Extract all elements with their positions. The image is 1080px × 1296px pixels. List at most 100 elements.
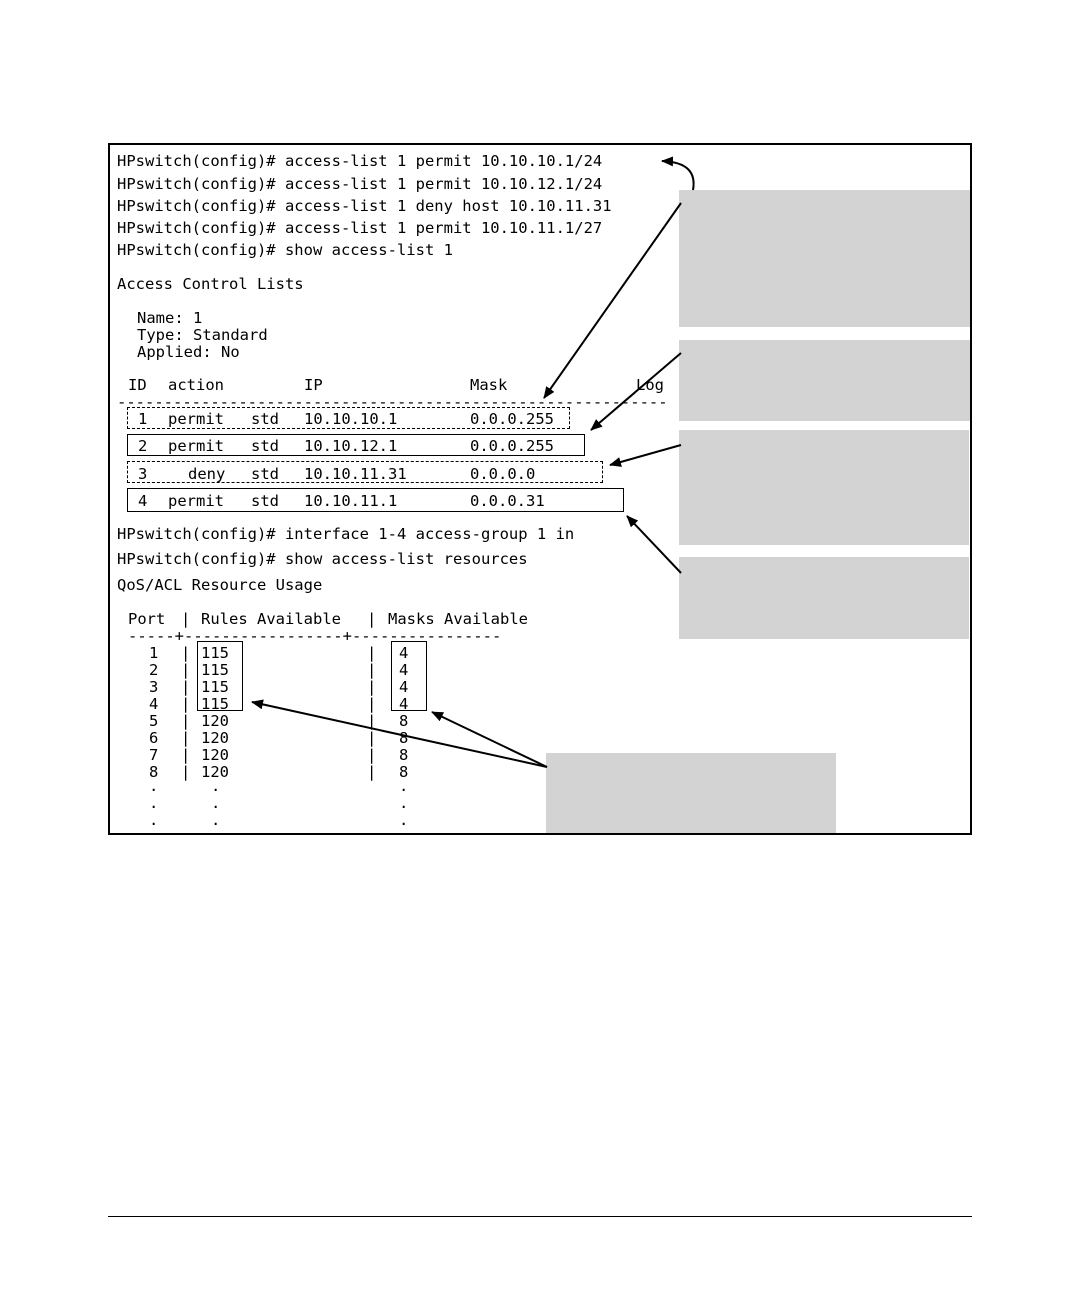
acl-table-header: ID action IP Mask Log	[110, 376, 970, 394]
command-line: HPswitch(config)# show access-list 1	[117, 241, 453, 259]
callout-box	[679, 340, 970, 421]
table-row: 5 | 120 | 8	[110, 712, 970, 730]
acl-id: 4	[138, 492, 148, 510]
ellipsis-dot: .	[211, 777, 221, 795]
command-line: HPswitch(config)# access-list 1 permit 1…	[117, 175, 603, 193]
col-header-mask: Mask	[470, 376, 508, 394]
row-highlight-solid	[127, 488, 624, 512]
arrow	[251, 699, 548, 768]
callout-box	[546, 753, 836, 833]
table-row: 3 | 115 | 4	[110, 678, 970, 696]
ellipsis-dot: .	[211, 794, 221, 812]
port-number: 5	[149, 712, 159, 730]
col-header-masks: Masks Available	[388, 610, 528, 628]
rules-available: 120	[201, 746, 229, 764]
arrow	[626, 515, 682, 574]
masks-available: 4	[399, 678, 409, 696]
command-line: HPswitch(config)# show access-list resou…	[117, 550, 528, 568]
acl-applied: Applied: No	[137, 343, 240, 361]
arrow	[543, 202, 682, 399]
rules-available: 120	[201, 729, 229, 747]
col-divider: |	[367, 695, 377, 713]
resources-heading: QoS/ACL Resource Usage	[117, 576, 323, 594]
table-row: 3 deny std 10.10.11.31 0.0.0.0	[110, 465, 970, 483]
acl-mask: 0.0.0.255	[470, 437, 554, 455]
port-number: 2	[149, 661, 159, 679]
table-row: 6 | 120 | 8	[110, 729, 970, 747]
callout-arrows	[251, 156, 695, 768]
rules-available: 115	[201, 695, 229, 713]
cli-example-figure: HPswitch(config)# access-list 1 permit 1…	[108, 143, 972, 835]
ellipsis-dot: .	[399, 811, 409, 829]
col-divider: |	[181, 610, 191, 628]
rules-available: 120	[201, 763, 229, 781]
rules-highlight-box	[197, 641, 243, 711]
masks-available: 4	[399, 661, 409, 679]
acl-std: std	[251, 492, 279, 510]
port-number: 4	[149, 695, 159, 713]
row-highlight-dashed	[127, 461, 603, 483]
acl-mask: 0.0.0.31	[470, 492, 545, 510]
acl-action: deny	[188, 465, 226, 483]
table-row: 2 permit std 10.10.12.1 0.0.0.255	[110, 437, 970, 455]
ellipsis-dot: .	[399, 777, 409, 795]
acl-name: Name: 1	[137, 309, 203, 327]
port-number: 7	[149, 746, 159, 764]
masks-available: 8	[399, 712, 409, 730]
acl-table-separator: ----------------------------------------…	[117, 393, 667, 411]
row-highlight-dashed	[127, 407, 570, 429]
col-header-ip: IP	[304, 376, 323, 394]
acl-ip: 10.10.11.1	[304, 492, 398, 510]
col-header-port: Port	[128, 610, 166, 628]
col-divider: |	[367, 661, 377, 679]
ellipsis-dot: .	[149, 777, 159, 795]
col-divider: |	[367, 746, 377, 764]
table-row: 2 | 115 | 4	[110, 661, 970, 679]
acl-id: 3	[138, 465, 148, 483]
masks-available: 4	[399, 695, 409, 713]
table-row: 7 | 120 | 8	[110, 746, 970, 764]
ellipsis-dot: .	[149, 811, 159, 829]
table-row: 1 permit std 10.10.10.1 0.0.0.255	[110, 410, 970, 428]
rules-available: 115	[201, 678, 229, 696]
arrow	[609, 444, 682, 467]
col-divider: |	[181, 661, 191, 679]
col-divider: |	[367, 610, 377, 628]
command-line: HPswitch(config)# access-list 1 permit 1…	[117, 152, 603, 170]
col-header-log: Log	[636, 376, 664, 394]
col-divider: |	[181, 763, 191, 781]
port-number: 8	[149, 763, 159, 781]
ellipsis-dot: .	[149, 794, 159, 812]
footer-rule	[108, 1216, 972, 1217]
rules-available: 115	[201, 644, 229, 662]
terminal-output: HPswitch(config)# access-list 1 permit 1…	[110, 145, 970, 833]
table-row: 1 | 115 | 4	[110, 644, 970, 662]
command-line: HPswitch(config)# access-list 1 permit 1…	[117, 219, 603, 237]
resources-table-header: Port | Rules Available | Masks Available	[110, 610, 970, 628]
col-divider: |	[367, 763, 377, 781]
ellipsis-dot: .	[211, 811, 221, 829]
acl-action: permit	[168, 492, 224, 510]
arrow	[431, 711, 548, 768]
col-divider: |	[181, 729, 191, 747]
table-row: 4 permit std 10.10.11.1 0.0.0.31	[110, 492, 970, 510]
rules-available: 120	[201, 712, 229, 730]
col-divider: |	[367, 644, 377, 662]
col-divider: |	[181, 712, 191, 730]
col-divider: |	[367, 678, 377, 696]
masks-available: 8	[399, 746, 409, 764]
command-line: HPswitch(config)# access-list 1 deny hos…	[117, 197, 612, 215]
rules-available: 115	[201, 661, 229, 679]
acl-mask: 0.0.0.0	[470, 465, 536, 483]
col-header-id: ID	[128, 376, 147, 394]
row-highlight-solid	[127, 434, 585, 456]
masks-available: 8	[399, 763, 409, 781]
acl-type: Type: Standard	[137, 326, 268, 344]
table-row: 4 | 115 | 4	[110, 695, 970, 713]
acl-std: std	[251, 465, 279, 483]
ellipsis-dot: .	[399, 794, 409, 812]
col-divider: |	[181, 678, 191, 696]
arrow	[661, 156, 695, 191]
col-header-rules: Rules Available	[201, 610, 341, 628]
col-divider: |	[181, 746, 191, 764]
